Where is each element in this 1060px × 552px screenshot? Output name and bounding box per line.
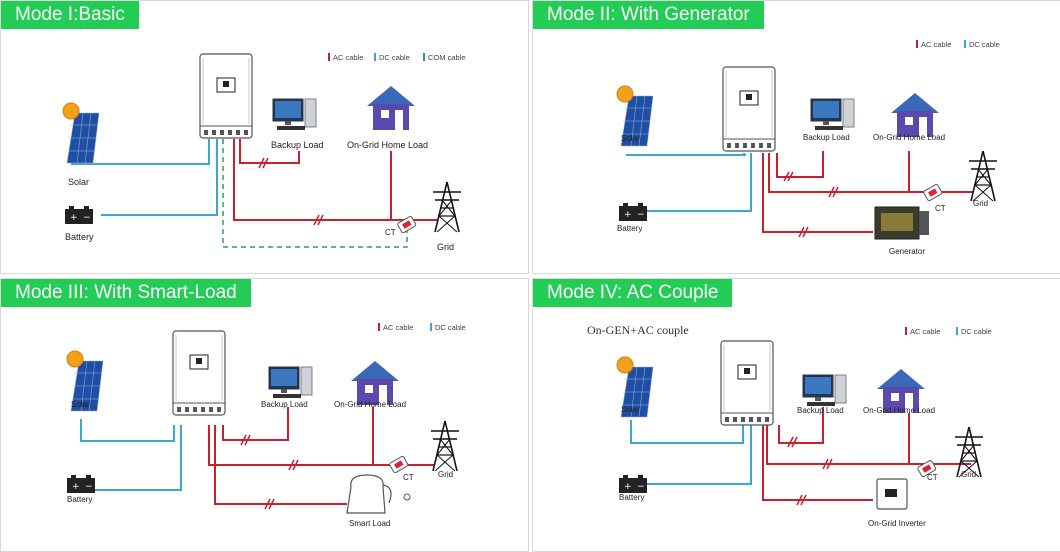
backup-load-label: Backup Load bbox=[803, 133, 850, 142]
grid-label: Grid bbox=[973, 199, 988, 208]
panel-mode-basic: AC cable DC cable COM cable Solar Batter… bbox=[0, 0, 529, 274]
generator-label: Generator bbox=[889, 247, 925, 256]
backup-load-label: Backup Load bbox=[797, 406, 844, 415]
on-grid-inverter-icon bbox=[876, 478, 908, 510]
battery-icon bbox=[67, 475, 95, 493]
home-load-label: On-Grid Home Load bbox=[873, 133, 945, 142]
solar-label: Solar bbox=[621, 134, 640, 143]
diagram-mode-basic: AC cable DC cable COM cable Solar Batter… bbox=[62, 53, 466, 252]
computer-icon bbox=[268, 366, 313, 399]
diagram-mode-ac-couple: On-GEN+AC couple AC cable DC cable Solar… bbox=[587, 323, 992, 528]
grid-tower-icon bbox=[432, 181, 462, 233]
ct-icon bbox=[922, 183, 943, 202]
ct-label: CT bbox=[935, 204, 946, 213]
legend-ac-label: AC cable bbox=[333, 53, 363, 62]
grid-label: Grid bbox=[437, 242, 454, 252]
solar-label: Solar bbox=[71, 400, 90, 409]
legend-dc-label: DC cable bbox=[435, 323, 466, 332]
house-icon bbox=[891, 93, 939, 137]
house-icon bbox=[367, 86, 415, 130]
solar-label: Solar bbox=[621, 405, 640, 414]
legend-dc-label: DC cable bbox=[961, 327, 992, 336]
legend-ac-label: AC cable bbox=[383, 323, 413, 332]
panel-mode-generator: AC cable DC cable Solar Battery Backup L… bbox=[532, 0, 1060, 274]
ct-icon bbox=[396, 215, 417, 234]
ct-label: CT bbox=[385, 228, 396, 237]
subtitle: On-GEN+AC couple bbox=[587, 323, 689, 337]
inverter-icon bbox=[720, 340, 774, 426]
computer-icon bbox=[272, 98, 317, 131]
inverter-icon bbox=[172, 330, 226, 416]
grid-tower-icon bbox=[968, 150, 998, 202]
computer-icon bbox=[802, 374, 847, 407]
ct-label: CT bbox=[927, 473, 938, 482]
ct-label: CT bbox=[403, 473, 414, 482]
backup-load-label: Backup Load bbox=[271, 140, 324, 150]
mode-title: Mode IV: AC Couple bbox=[533, 279, 733, 307]
diagram-mode-generator: AC cable DC cable Solar Battery Backup L… bbox=[616, 40, 1000, 256]
kettle-icon bbox=[346, 474, 411, 514]
panel-mode-smart-load: AC cable DC cable Solar Battery Backup L… bbox=[0, 278, 529, 552]
smart-load-label: Smart Load bbox=[349, 519, 390, 528]
ct-icon bbox=[388, 455, 409, 474]
battery-label: Battery bbox=[617, 224, 642, 233]
battery-label: Battery bbox=[67, 495, 92, 504]
solar-panel-icon bbox=[62, 102, 100, 164]
inverter-icon bbox=[722, 66, 776, 152]
legend-ac-label: AC cable bbox=[921, 40, 951, 49]
battery-label: Battery bbox=[619, 493, 644, 502]
diagram-mode-smart-load: AC cable DC cable Solar Battery Backup L… bbox=[66, 323, 466, 528]
backup-load-label: Backup Load bbox=[261, 400, 308, 409]
panel-mode-ac-couple: On-GEN+AC couple AC cable DC cable Solar… bbox=[532, 278, 1060, 552]
battery-label: Battery bbox=[65, 232, 94, 242]
mode-title: Mode III: With Smart-Load bbox=[1, 279, 251, 307]
generator-icon bbox=[874, 206, 929, 240]
mode-title: Mode I:Basic bbox=[1, 1, 139, 29]
grid-tower-icon bbox=[430, 420, 460, 472]
inverter-icon bbox=[199, 53, 253, 139]
home-load-label: On-Grid Home Load bbox=[334, 400, 406, 409]
grid-label: Grid bbox=[438, 470, 453, 479]
solar-label: Solar bbox=[68, 177, 89, 187]
house-icon bbox=[351, 361, 399, 405]
computer-icon bbox=[810, 98, 855, 131]
home-load-label: On-Grid Home Load bbox=[863, 406, 935, 415]
mode-title: Mode II: With Generator bbox=[533, 1, 764, 29]
home-load-label: On-Grid Home Load bbox=[347, 140, 428, 150]
battery-icon bbox=[619, 475, 647, 493]
grid-label: Grid bbox=[961, 470, 976, 479]
inverter-label: On-Grid Inverter bbox=[868, 519, 926, 528]
legend-com-label: COM cable bbox=[428, 53, 466, 62]
battery-icon bbox=[619, 203, 647, 221]
legend-ac-label: AC cable bbox=[910, 327, 940, 336]
battery-icon bbox=[65, 206, 93, 224]
legend-dc-label: DC cable bbox=[969, 40, 1000, 49]
legend-dc-label: DC cable bbox=[379, 53, 410, 62]
